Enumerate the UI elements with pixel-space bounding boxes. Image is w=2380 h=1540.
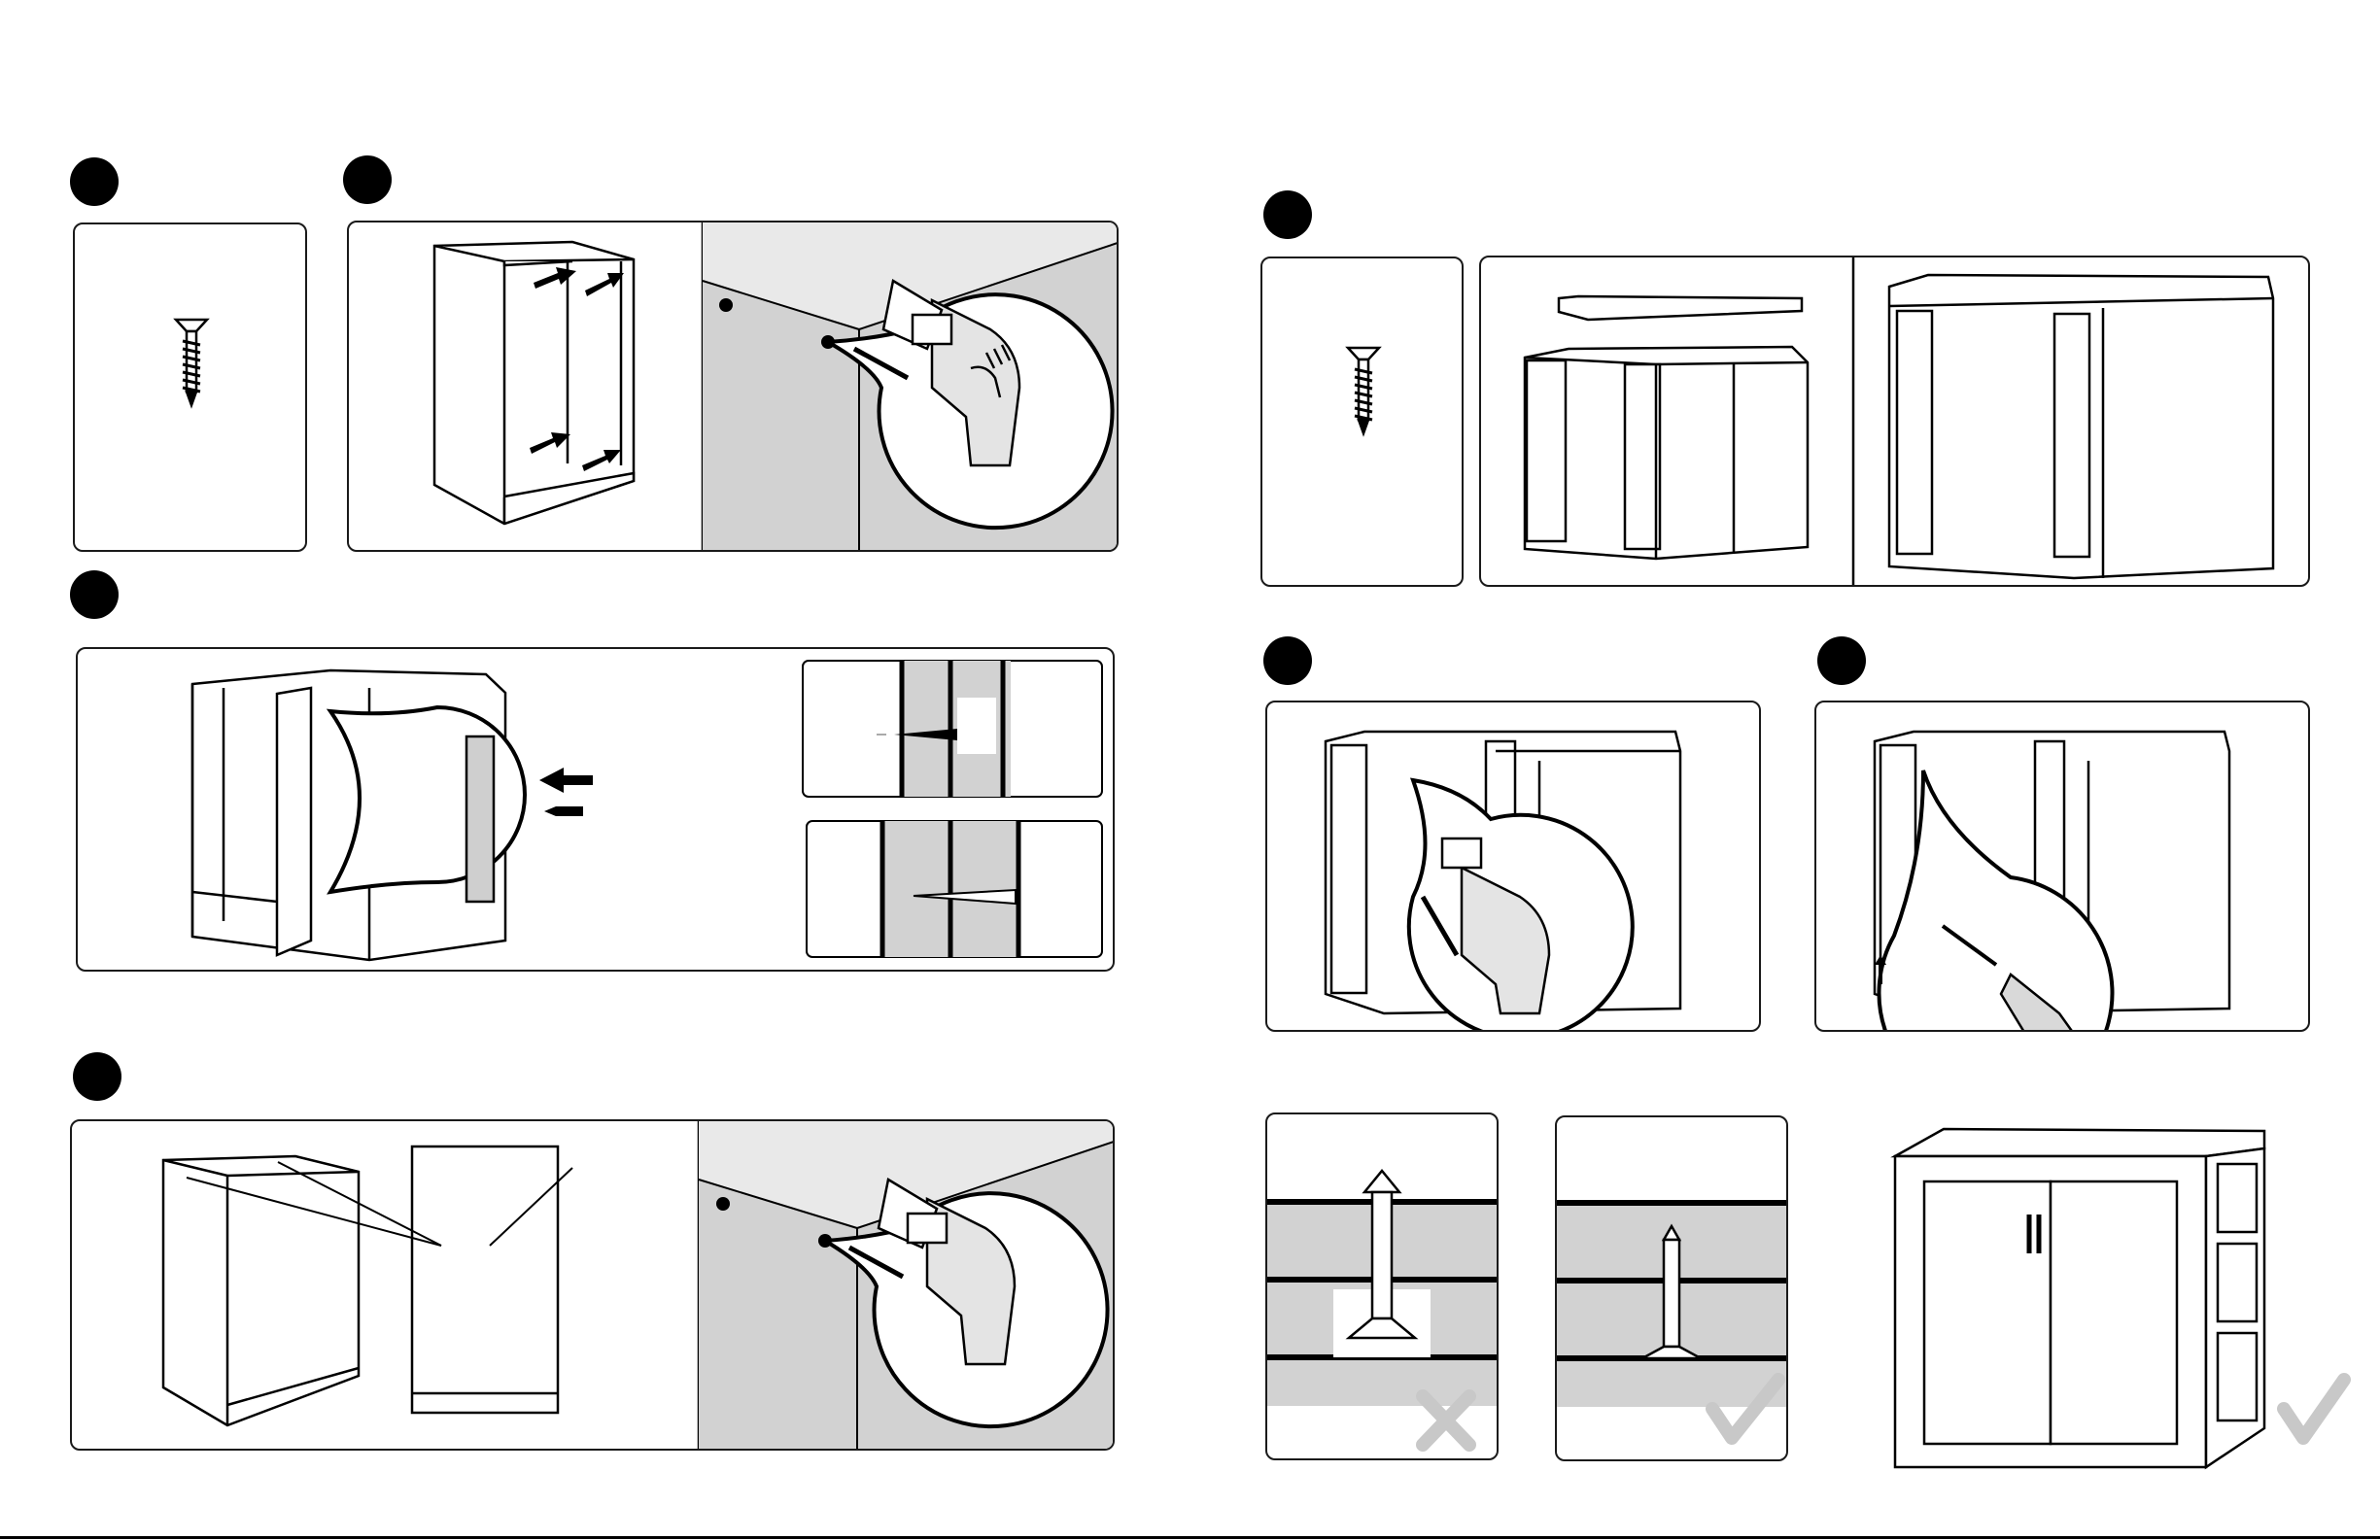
screw-icon — [75, 224, 307, 552]
step-3-panel — [76, 647, 1115, 972]
step-2-marker — [343, 155, 392, 204]
check-mark-icon — [2284, 1380, 2344, 1438]
screw-detail-bottom — [807, 821, 1102, 957]
cabinet-illustration — [434, 242, 634, 524]
step-1-marker — [70, 157, 119, 206]
countertop-illustration — [1525, 296, 1808, 559]
step-5-assembly-panel — [1479, 256, 2310, 587]
step-7-panel — [1814, 701, 2310, 1032]
step-1-panel — [73, 222, 307, 552]
right-screw-panel — [1555, 1115, 1788, 1461]
step-3-marker — [70, 570, 119, 619]
step-4-marker — [73, 1052, 121, 1101]
wall-corner-illustration — [699, 1121, 1115, 1451]
screw-detail-top — [803, 661, 1102, 797]
page-bottom-rule — [0, 1536, 2380, 1539]
step-6-panel — [1265, 701, 1761, 1032]
step-5-screw-panel — [1260, 257, 1464, 587]
screw-icon — [1262, 258, 1464, 587]
wrong-screw-panel — [1265, 1112, 1499, 1460]
step-6-marker — [1263, 636, 1312, 685]
assembled-cabinet-illustration — [1889, 275, 2273, 578]
wall-corner-illustration — [703, 222, 1119, 552]
step-7-marker — [1817, 636, 1866, 685]
step-4-panel — [70, 1119, 1115, 1451]
cabinet-illustration — [163, 1146, 572, 1425]
step-5-marker — [1263, 190, 1312, 239]
screw-icon — [544, 806, 583, 816]
final-assembled-cabinet — [1885, 1117, 2352, 1487]
arrow-icon — [539, 768, 593, 793]
step-2-panel — [347, 221, 1119, 552]
